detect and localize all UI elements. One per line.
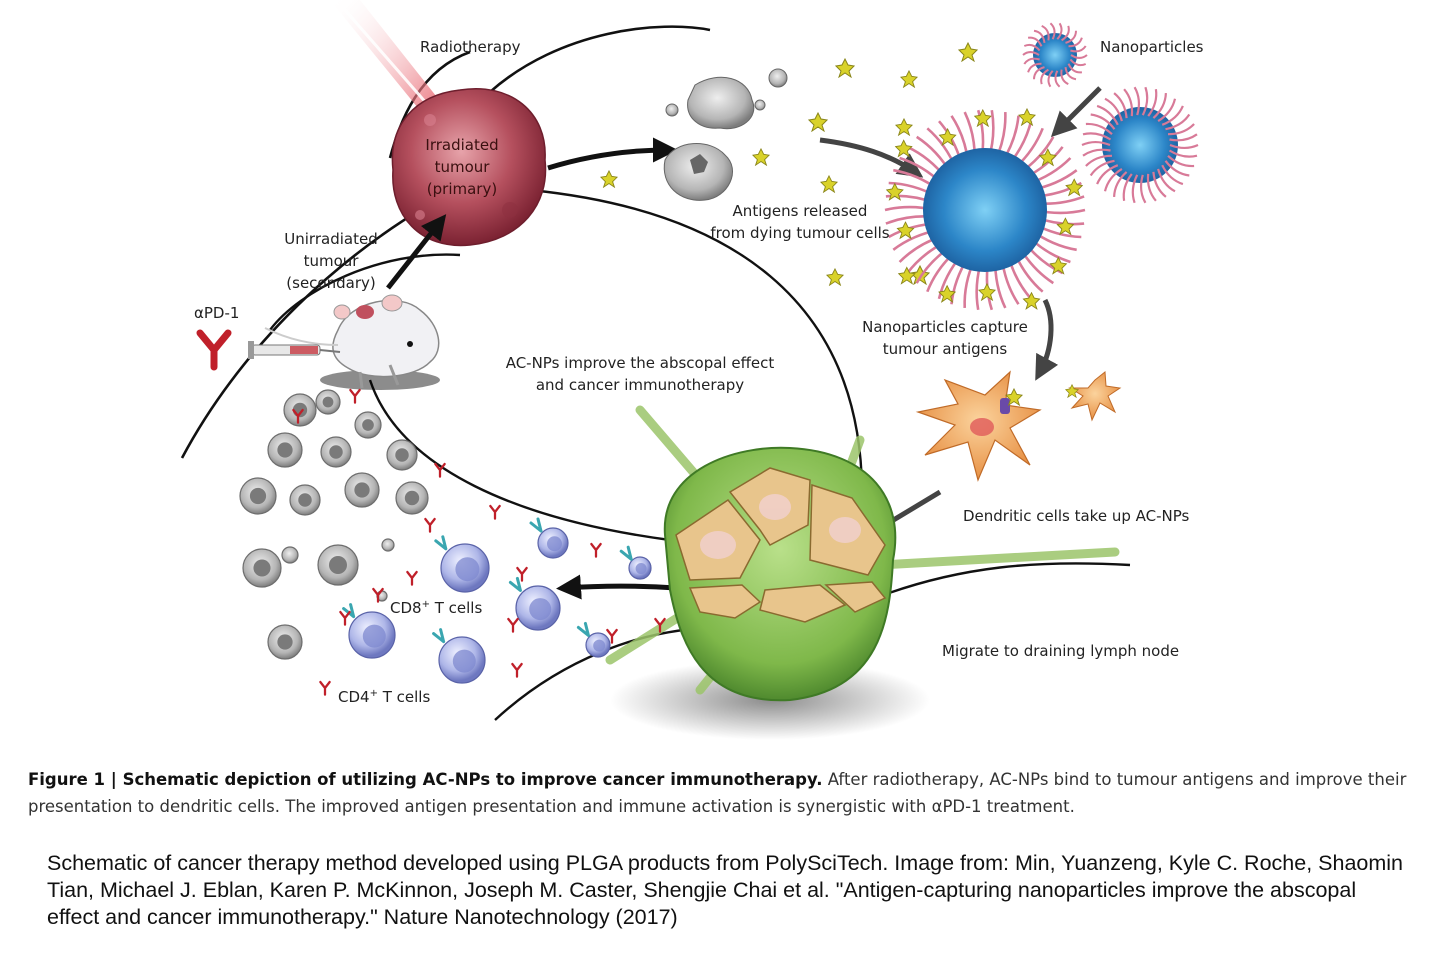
label-np-capture-line1: Nanoparticles capture <box>862 318 1028 336</box>
caption-title: Schematic depiction of utilizing AC-NPs … <box>122 770 823 789</box>
label-nanoparticles: Nanoparticles <box>1100 38 1204 56</box>
dendritic-cell-small <box>1065 371 1122 422</box>
label-ac-nps-improve: AC-NPs improve the abscopal effect and c… <box>495 352 785 396</box>
cycle-arc-bottom-right <box>869 562 1131 602</box>
caption-body: After radiotherapy, AC-NPs bind to tumou… <box>28 770 1407 816</box>
schematic-artwork <box>180 0 1199 740</box>
tumour-cells-field <box>239 389 429 660</box>
label-cd4-t-cells: CD4+ T cells <box>338 686 430 708</box>
mouse-with-tumour <box>264 294 440 390</box>
figure-caption: Figure 1 | Schematic depiction of utiliz… <box>28 766 1418 820</box>
image-credit: Schematic of cancer therapy method devel… <box>47 851 1404 929</box>
cycle-arc-inner <box>529 188 864 491</box>
label-irradiated-tumour: Irradiated tumour (primary) <box>412 134 512 200</box>
label-unirradiated-line1: Unirradiated <box>284 230 378 248</box>
label-apd1: αPD-1 <box>194 304 240 322</box>
label-irradiated-line3: (primary) <box>426 180 498 198</box>
nanoparticle-medium <box>1081 86 1199 204</box>
label-unirradiated-line2: tumour <box>303 252 359 270</box>
apd1-antibody <box>196 329 232 371</box>
t-cells <box>342 517 652 684</box>
label-irradiated-line2: tumour <box>434 158 490 176</box>
cd8-sup: + <box>421 599 430 610</box>
syringe <box>248 341 341 359</box>
label-unirradiated-line3: (secondary) <box>286 274 376 292</box>
arrow-antigens-to-np <box>819 137 924 178</box>
label-antigens-released: Antigens released from dying tumour cell… <box>700 200 900 244</box>
dendritic-cell-large <box>915 370 1042 482</box>
label-ac-nps-line2: and cancer immunotherapy <box>535 376 745 394</box>
caption-figure-label: Figure 1 | <box>28 770 123 789</box>
cycle-arc-mouse <box>269 253 461 331</box>
label-np-capture: Nanoparticles capture tumour antigens <box>855 316 1035 360</box>
cd8-prefix: CD8 <box>390 599 422 617</box>
free-antigens <box>600 42 978 286</box>
lymph-node <box>605 405 1120 740</box>
arrow-label-to-np <box>1050 86 1102 138</box>
dying-tumour-cells <box>663 68 788 201</box>
label-dendritic-uptake: Dendritic cells take up AC-NPs <box>963 507 1190 525</box>
label-irradiated-line1: Irradiated <box>425 136 499 154</box>
arrow-np-to-dc <box>1035 298 1059 381</box>
label-migrate: Migrate to draining lymph node <box>942 642 1180 660</box>
arrow-mouse-to-tumour <box>386 214 447 290</box>
label-cd8-t-cells: CD8+ T cells <box>390 597 482 619</box>
cd4-prefix: CD4 <box>338 688 370 706</box>
label-antigens-line1: Antigens released <box>732 202 868 220</box>
cycle-arc-inner-left <box>368 379 671 542</box>
label-ac-nps-line1: AC-NPs improve the abscopal effect <box>505 354 775 372</box>
label-unirradiated-tumour: Unirradiated tumour (secondary) <box>276 228 386 294</box>
cd4-sup: + <box>369 688 378 699</box>
cd8-suffix: T cells <box>429 599 483 617</box>
cd4-suffix: T cells <box>377 688 431 706</box>
label-np-capture-line2: tumour antigens <box>882 340 1008 358</box>
schematic-figure: Radiotherapy Irradiated tumour (primary)… <box>180 0 1204 740</box>
label-radiotherapy: Radiotherapy <box>420 38 521 56</box>
arrow-tumour-to-antigens <box>547 137 678 171</box>
label-antigens-line2: from dying tumour cells <box>710 224 890 242</box>
nanoparticle-small <box>1022 22 1088 88</box>
antigen-capturing-nanoparticle <box>884 108 1086 311</box>
cycle-arc-top <box>489 25 711 93</box>
